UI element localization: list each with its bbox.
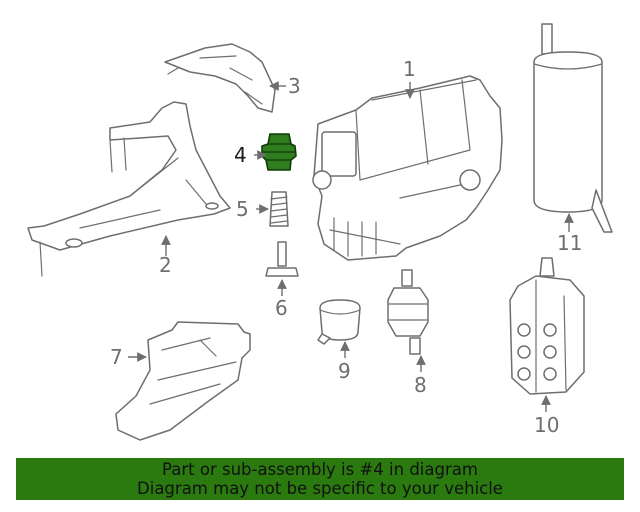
callout-6-label: 6 [275,296,288,320]
callout-2-label: 2 [159,253,172,277]
part-3-cover [164,43,276,113]
callout-4: 4 [234,143,267,167]
part-9-valve [317,299,361,345]
callout-11-label: 11 [557,231,582,255]
callout-9-label: 9 [338,359,351,383]
callout-11: 11 [557,213,582,255]
part-6-bolt [265,241,299,277]
part-1-compressor [312,75,503,261]
callout-10-label: 10 [534,413,559,437]
callout-8: 8 [414,355,427,397]
part-5-spring [269,191,289,227]
part-7-lower-cover [115,321,251,441]
callout-4-label: 4 [234,143,247,167]
callout-5: 5 [236,197,269,221]
parts-diagram: 3 2 4 5 6 [27,23,613,441]
callout-7-label: 7 [110,345,123,369]
banner-line-1: Part or sub-assembly is #4 in diagram [162,460,478,479]
callout-9: 9 [338,341,351,383]
part-4-bushing-highlighted [261,133,297,171]
callout-1-label: 1 [403,57,416,81]
callout-2: 2 [159,235,172,277]
callout-8-label: 8 [414,373,427,397]
callout-7: 7 [110,345,147,369]
part-2-bracket [27,101,231,277]
callout-6: 6 [275,279,288,320]
part-10-valve-block [509,257,585,395]
callout-3-label: 3 [288,74,301,98]
callout-10: 10 [534,395,559,437]
part-8-filter [387,269,429,355]
callout-3: 3 [269,74,301,98]
callout-5-label: 5 [236,197,249,221]
info-banner: Part or sub-assembly is #4 in diagram Di… [16,458,624,500]
callout-1: 1 [403,57,416,99]
part-11-air-tank [533,23,613,233]
banner-line-2: Diagram may not be specific to your vehi… [137,479,503,498]
